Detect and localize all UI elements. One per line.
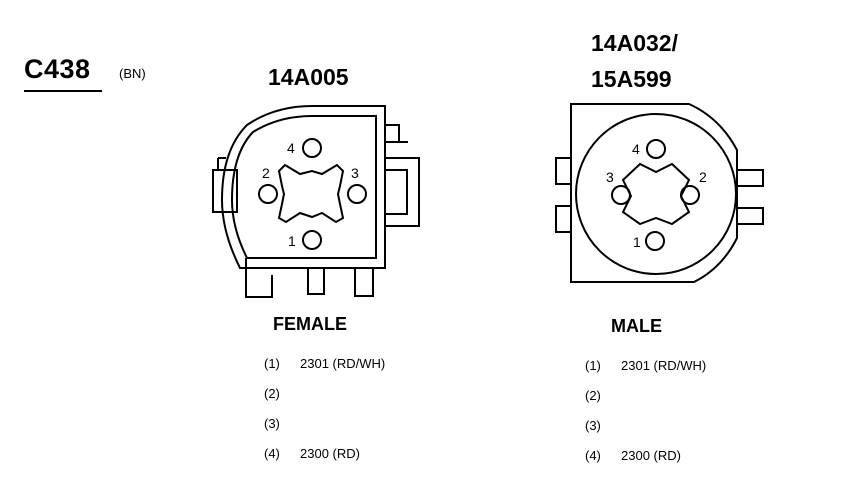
female-pin-4-label: (4) <box>264 446 280 461</box>
connector-id: C438 <box>24 54 91 84</box>
male-pin-2-cavity <box>680 185 700 205</box>
male-right-tab-top <box>736 169 764 187</box>
male-pin-4-cavity <box>646 139 666 159</box>
female-bottom-tab-a <box>307 267 325 295</box>
female-type-label: FEMALE <box>273 314 347 334</box>
male-pin-4-wire: 2300 (RD) <box>621 448 681 463</box>
female-pin-2-cavity <box>258 184 278 204</box>
female-pin-2-label: (2) <box>264 386 280 401</box>
female-connector-drawing <box>212 105 420 298</box>
male-housing-outline <box>570 103 738 283</box>
female-pin-1-label: (1) <box>264 356 280 371</box>
male-pin-4-label: (4) <box>585 448 601 463</box>
male-connector-drawing <box>555 103 764 283</box>
female-bottom-tab-b <box>354 267 374 297</box>
male-pin-3-number: 3 <box>606 169 614 185</box>
female-housing-inner <box>230 115 377 259</box>
female-pin-1-number: 1 <box>288 233 296 249</box>
connector-color-code: (BN) <box>119 66 146 81</box>
male-pin-2-label: (2) <box>585 388 601 403</box>
male-keyway <box>621 162 691 226</box>
female-housing-outline <box>220 105 386 269</box>
female-pin-4-wire: 2300 (RD) <box>300 446 360 461</box>
male-left-tab-bottom <box>555 205 572 233</box>
male-right-tab-bottom <box>736 207 764 225</box>
female-bottom-left-foot <box>245 258 273 298</box>
male-pin-1-wire: 2301 (RD/WH) <box>621 358 707 373</box>
female-pin-4-number: 4 <box>287 140 295 156</box>
female-pin-3-number: 3 <box>351 165 359 181</box>
female-pin-4-cavity <box>302 138 322 158</box>
female-pin-3-label: (3) <box>264 416 280 431</box>
male-type-label: MALE <box>611 316 662 336</box>
male-pin-3-label: (3) <box>585 418 601 433</box>
male-pin-4-number: 4 <box>632 141 640 157</box>
female-pin-1-wire: 2301 (RD/WH) <box>300 356 386 371</box>
male-part-number-line2: 15A599 <box>591 66 672 92</box>
connector-id-underline <box>24 90 102 92</box>
male-pin-1-number: 1 <box>633 234 641 250</box>
female-right-latch <box>384 157 420 227</box>
male-pin-1-label: (1) <box>585 358 601 373</box>
female-pin-1-cavity <box>302 230 322 250</box>
male-left-tab-top <box>555 157 572 185</box>
female-pin-2-number: 2 <box>262 165 270 181</box>
female-part-number: 14A005 <box>268 64 349 90</box>
male-pin-3-cavity <box>611 185 631 205</box>
female-left-latch <box>212 169 238 213</box>
male-part-number-line1: 14A032/ <box>591 30 678 56</box>
female-top-latch <box>384 124 400 143</box>
male-round-face <box>575 113 737 275</box>
female-pin-3-cavity <box>347 184 367 204</box>
female-keyway <box>277 163 345 224</box>
male-pin-2-number: 2 <box>699 169 707 185</box>
male-pin-1-cavity <box>645 231 665 251</box>
